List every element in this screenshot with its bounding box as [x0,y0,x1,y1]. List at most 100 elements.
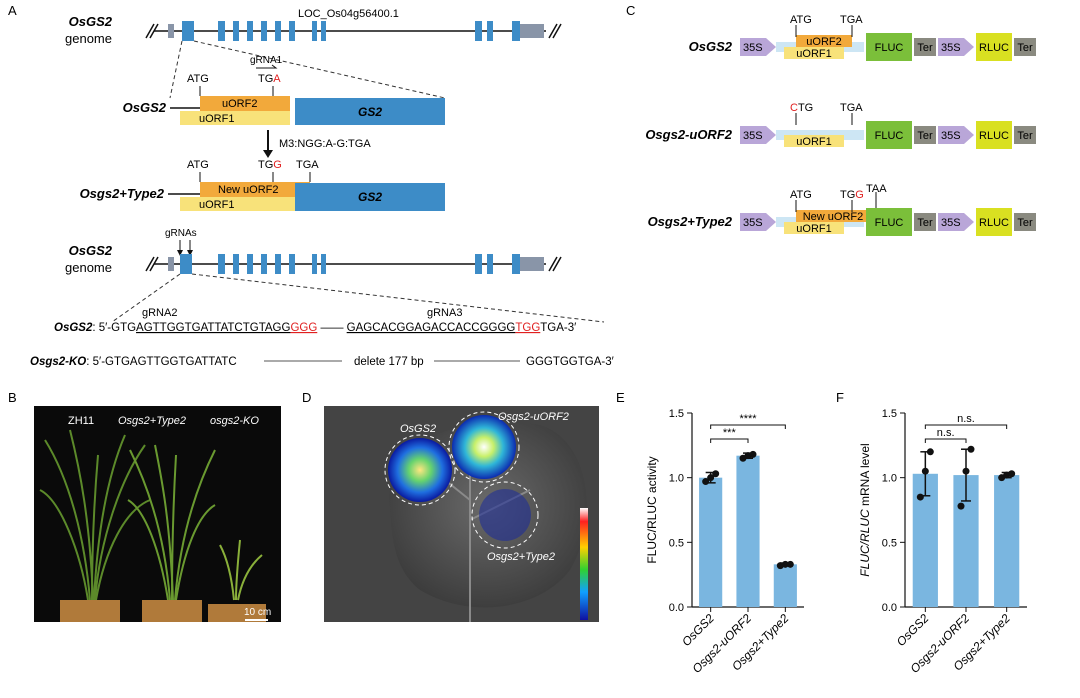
uorf2-label: uORF2 [806,36,841,48]
new-uorf2-box [200,182,310,197]
ter-label: Ter [917,42,933,54]
exon-block [475,21,482,41]
bar [994,475,1020,607]
significance-bracket [710,424,786,429]
promoter-label: 35S [743,42,763,54]
fluc-label: FLUC [875,130,904,142]
luminescence-spot [479,489,531,541]
ter-label: Ter [917,130,933,142]
plant-ko [219,539,263,601]
break-mark-right [548,256,562,272]
ter-box [914,213,936,231]
rluc-label: RLUC [979,42,1009,54]
new-uorf2-label: New uORF2 [218,184,279,196]
tgg-label: TGG [258,159,282,171]
promoter-35s [740,213,776,231]
exon-block [487,254,493,274]
gs2-label: GS2 [358,190,382,204]
exon-block [261,254,267,274]
start-codon-label: ATG [790,189,812,201]
fluc-box [866,121,912,149]
plant-label: ZH11 [68,415,94,427]
panel-c-label: C [626,3,635,18]
grna1-label: gRNA1 [250,55,283,66]
mutation-label: M3:NGG:A-G:TGA [279,138,371,150]
mutation-arrowhead [263,150,273,158]
utr-5-block [168,257,174,271]
infiltration-circle [384,434,456,506]
ter-label: Ter [1017,217,1033,229]
exon-block [512,254,520,274]
promoter-35s [740,38,776,56]
grnas-label: gRNAs [165,228,197,239]
data-point [916,493,924,501]
leaf-label: Osgs2+Type2 [487,551,555,563]
uorf1-label: uORF1 [796,48,831,60]
pot [142,600,202,622]
uorf1-box [180,197,295,211]
exon-block [312,21,317,41]
promoter-35s [938,126,974,144]
exon-block [475,254,482,274]
data-point [707,474,715,482]
panel-d-label: D [302,390,311,405]
zoom-line [169,40,183,99]
stop-codon-label: TAA [866,183,887,195]
exon-block [247,21,253,41]
uorf1-label: uORF1 [199,113,234,125]
gs2-cds-box [295,98,445,125]
genome2-label: genome [65,260,112,275]
plant-label: Osgs2+Type2 [118,415,186,427]
stop-codon-label: TGG [840,189,864,201]
tga-label: TGA [296,159,319,171]
fluc-label: FLUC [875,217,904,229]
y-tick-label: 1.5 [669,408,684,420]
plant-wt [39,429,151,601]
grna1-arrow [256,64,278,69]
promoter-label: 35S [941,42,961,54]
data-point [962,467,970,475]
locus-label: LOC_Os04g56400.1 [298,8,399,20]
y-tick-label: 0.5 [882,537,897,549]
grna2-label: gRNA2 [142,307,177,319]
exon-block [247,254,253,274]
uorf1-label: uORF1 [199,199,234,211]
start-codon-label: CTG [790,102,813,114]
ter-box [914,38,936,56]
gs2-cds-box [295,183,445,211]
bar [699,477,723,607]
stop-codon-label: TGA [840,102,863,114]
ter-box [1014,126,1036,144]
promoter-label: 35S [743,217,763,229]
y-tick-label: 0.0 [882,602,897,614]
ko-sequence-end: GGGTGGTGA-3′ [526,356,614,368]
panel-f-label: F [836,390,844,405]
uorf2-label: uORF2 [222,98,257,110]
ter-box [1014,213,1036,231]
exon-block [487,21,493,41]
grna3-label: gRNA3 [427,307,462,319]
bar [773,564,797,607]
exon-block [289,21,295,41]
rluc-label: RLUC [979,217,1009,229]
break-mark-left [145,256,159,272]
significance-bracket [924,438,967,443]
exon-block [218,21,225,41]
infiltration-circle [471,481,539,549]
data-point [1008,470,1016,478]
exon-block [312,254,317,274]
plant-label: osgs2-KO [210,415,259,427]
significance-label: **** [739,413,757,425]
utr-5-block [168,24,174,38]
data-point [926,448,934,456]
data-point [749,450,757,458]
ter-box [1014,38,1036,56]
data-point [921,467,929,475]
promoter-35s [938,38,974,56]
genome2-track [145,254,562,274]
